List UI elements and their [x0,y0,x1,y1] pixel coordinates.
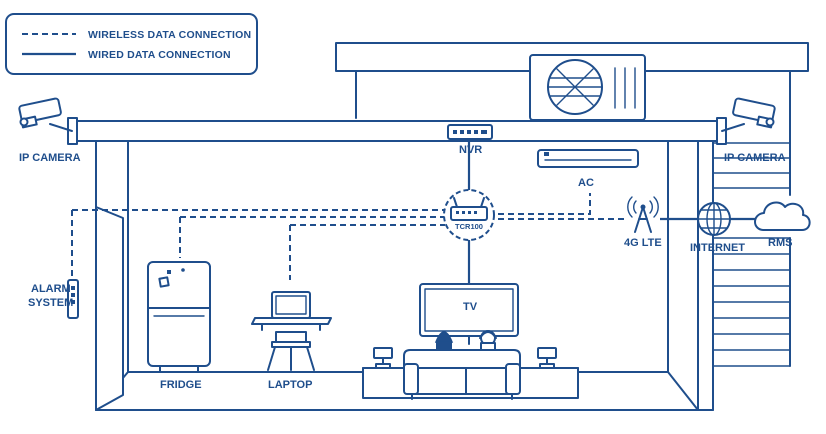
ac-label: AC [578,177,594,189]
person-left-icon [434,331,454,350]
alarm-system: ALARM SYSTEM [28,279,79,319]
alarm-label-line2: SYSTEM [28,297,73,309]
legend: WIRELESS DATA CONNECTION WIRED DATA CONN… [5,13,258,75]
fridge-icon: FRIDGE [147,261,211,391]
tv-icon: TV [419,283,519,345]
ip-camera-right-label: IP CAMERA [724,152,786,164]
ac-outdoor-unit [529,54,646,121]
legend-wired-label: WIRED DATA CONNECTION [88,49,231,61]
lte-label: 4G LTE [624,237,662,249]
nvr-device: NVR [447,124,493,156]
ac-indoor-unit: AC [537,149,639,189]
ip-camera-left-label: IP CAMERA [19,152,81,164]
router-label: TCR100 [455,222,483,231]
router-tcr100: TCR100 [443,189,495,241]
sofa-icon [362,349,579,400]
internet-globe-icon: INTERNET [690,202,745,254]
tv-label: TV [463,301,478,313]
rms-cloud-icon: RMS [754,201,811,249]
legend-wireless-label: WIRELESS DATA CONNECTION [88,29,251,41]
lte-tower-icon: 4G LTE [624,196,662,249]
wired-connections [467,141,757,284]
lamp-right-icon [537,347,557,369]
laptop-label: LAPTOP [268,379,312,391]
alarm-label-line1: ALARM [31,283,71,295]
person-right-icon [479,330,497,351]
lamp-left-icon [373,347,393,369]
nvr-label: NVR [459,144,482,156]
fridge-label: FRIDGE [160,379,202,391]
ip-camera-left: IP CAMERA [18,97,81,164]
ip-camera-right: IP CAMERA [716,97,786,164]
internet-label: INTERNET [690,242,745,254]
laptop-desk-icon: LAPTOP [251,291,332,391]
rms-label: RMS [768,237,792,249]
